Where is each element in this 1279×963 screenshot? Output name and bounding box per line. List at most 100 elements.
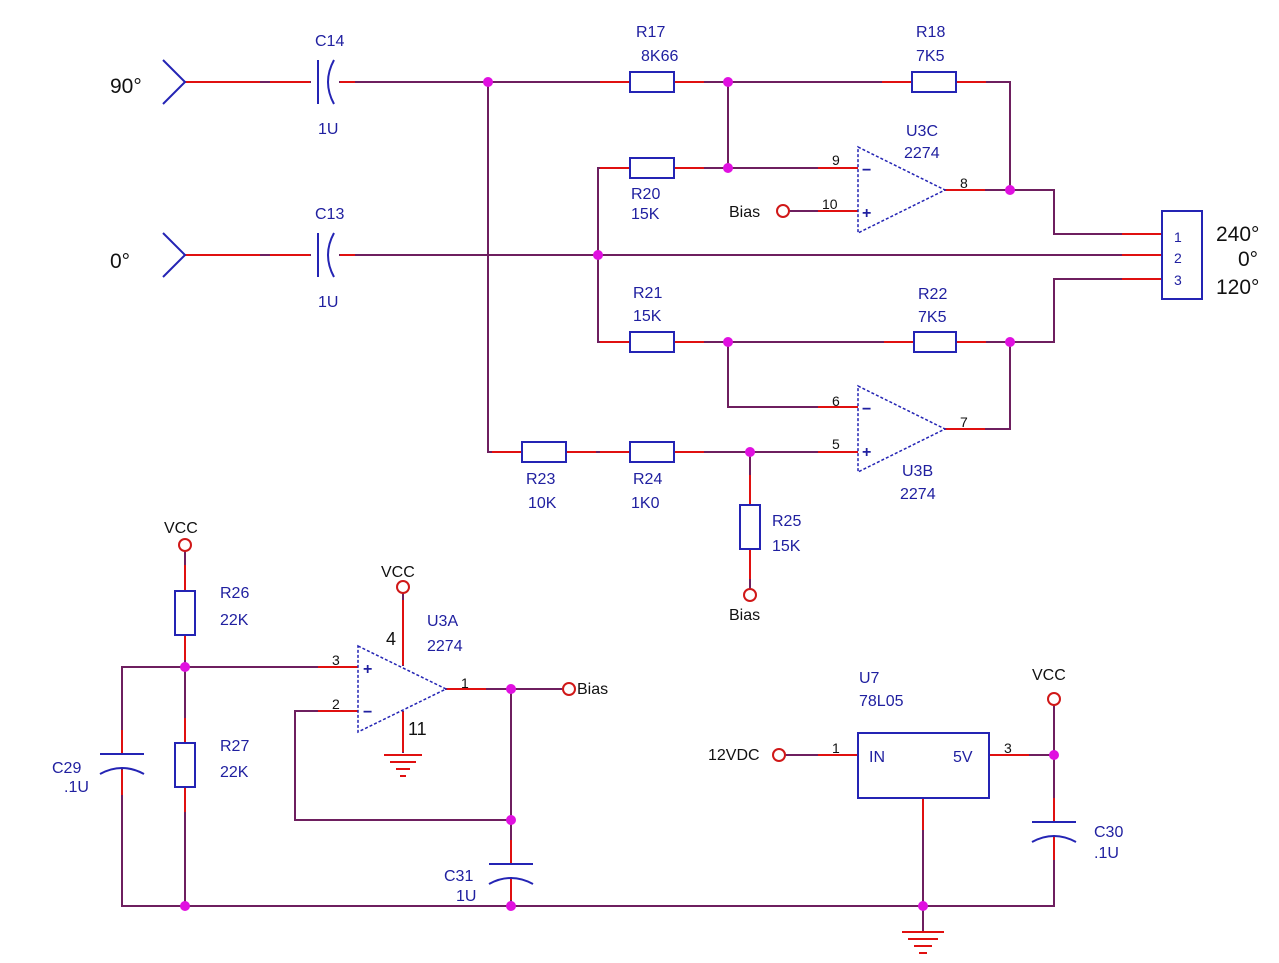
vcc-label-r26: VCC bbox=[164, 520, 198, 537]
net-12vdc: 12VDC bbox=[708, 747, 786, 764]
u3c-value: 2274 bbox=[904, 145, 940, 162]
r23-value: 10K bbox=[528, 495, 557, 512]
c31-ref: C31 bbox=[444, 868, 473, 885]
u3a-value: 2274 bbox=[427, 638, 463, 655]
vcc-label-u3a: VCC bbox=[381, 564, 415, 581]
connector-pin-3: 3 bbox=[1174, 272, 1182, 288]
resistor-r23: R23 10K bbox=[521, 441, 567, 512]
u3b-pin-plus: 5 bbox=[832, 436, 840, 452]
net-bias-u3a: Bias bbox=[562, 681, 608, 698]
c31-value: 1U bbox=[456, 888, 476, 905]
u3a-pin-vcc: 4 bbox=[386, 629, 396, 649]
u3a-plus-sign: + bbox=[363, 661, 372, 678]
r22-ref: R22 bbox=[918, 286, 947, 303]
input-90-connector: 90° bbox=[110, 59, 187, 105]
u7-ref: U7 bbox=[859, 670, 880, 687]
c13-value: 1U bbox=[318, 294, 338, 311]
resistor-r27: R27 22K bbox=[174, 738, 249, 788]
resistor-r26: R26 22K bbox=[174, 585, 249, 636]
r25-ref: R25 bbox=[772, 513, 801, 530]
r21-ref: R21 bbox=[633, 285, 662, 302]
u3c-pin-minus: 9 bbox=[832, 152, 840, 168]
resistor-r20: R20 15K bbox=[629, 157, 675, 223]
r21-value: 15K bbox=[633, 308, 662, 325]
connector-pin-1: 1 bbox=[1174, 229, 1182, 245]
u7-value: 78L05 bbox=[859, 693, 904, 710]
r26-value: 22K bbox=[220, 612, 249, 629]
r18-value: 7K5 bbox=[916, 48, 945, 65]
r22-value: 7K5 bbox=[918, 309, 947, 326]
net-vcc-reg: VCC bbox=[1032, 667, 1066, 706]
u3a-pin-out: 1 bbox=[461, 675, 469, 691]
u3b-minus-sign: − bbox=[862, 401, 871, 418]
c29-value: .1U bbox=[64, 779, 89, 796]
resistor-r18: R18 7K5 bbox=[911, 24, 957, 93]
u3c-pin-out: 8 bbox=[960, 175, 968, 191]
opamp-u3a: + − 3 2 1 4 11 U3A 2274 bbox=[332, 613, 469, 739]
r17-value: 8K66 bbox=[641, 48, 678, 65]
u7-in-label: IN bbox=[869, 749, 885, 766]
capacitor-c30: C30 .1U bbox=[1031, 821, 1123, 862]
junction-dots bbox=[180, 77, 1059, 911]
output-0-label: 0° bbox=[1238, 248, 1258, 271]
u3a-pin-minus: 2 bbox=[332, 696, 340, 712]
resistor-r17: R17 8K66 bbox=[629, 24, 678, 93]
resistor-r22: R22 7K5 bbox=[913, 286, 957, 353]
u7-pin-out: 3 bbox=[1004, 740, 1012, 756]
bias-label-u3a: Bias bbox=[577, 681, 608, 698]
c14-value: 1U bbox=[318, 121, 338, 138]
net-bias-u3c: Bias bbox=[729, 204, 790, 221]
capacitor-c29: C29 .1U bbox=[52, 753, 145, 796]
output-240-label: 240° bbox=[1216, 223, 1259, 246]
resistor-r25: R25 15K bbox=[739, 504, 801, 555]
capacitor-c13: C13 1U bbox=[315, 206, 344, 311]
u3b-pin-out: 7 bbox=[960, 414, 968, 430]
r27-value: 22K bbox=[220, 764, 249, 781]
u3c-plus-sign: + bbox=[862, 205, 871, 222]
input-0-label: 0° bbox=[110, 250, 130, 273]
bias-label-u3c: Bias bbox=[729, 204, 760, 221]
u3a-ref: U3A bbox=[427, 613, 458, 630]
net-vcc-r26: VCC bbox=[164, 520, 198, 552]
c14-ref: C14 bbox=[315, 33, 344, 50]
capacitor-c31: C31 1U bbox=[444, 863, 534, 905]
resistor-r21: R21 15K bbox=[629, 285, 675, 353]
r23-ref: R23 bbox=[526, 471, 555, 488]
opamp-u3c: − + 9 10 8 U3C 2274 bbox=[822, 123, 968, 235]
capacitor-c14: C14 1U bbox=[315, 33, 344, 138]
connector-pin-2: 2 bbox=[1174, 250, 1182, 266]
r18-ref: R18 bbox=[916, 24, 945, 41]
regulator-u7: IN 5V 1 3 U7 78L05 bbox=[832, 670, 1012, 799]
u7-out-label: 5V bbox=[953, 749, 973, 766]
output-120-label: 120° bbox=[1216, 276, 1259, 299]
u3c-minus-sign: − bbox=[862, 162, 871, 179]
r25-value: 15K bbox=[772, 538, 801, 555]
u3a-minus-sign: − bbox=[363, 704, 372, 721]
u3b-value: 2274 bbox=[900, 486, 936, 503]
u3b-plus-sign: + bbox=[862, 444, 871, 461]
net-vcc-u3a: VCC bbox=[381, 564, 415, 594]
r27-ref: R27 bbox=[220, 738, 249, 755]
r17-ref: R17 bbox=[636, 24, 665, 41]
r26-ref: R26 bbox=[220, 585, 249, 602]
ground-symbol-main bbox=[902, 931, 944, 954]
vin-label: 12VDC bbox=[708, 747, 760, 764]
u7-pin-in: 1 bbox=[832, 740, 840, 756]
u3a-pin-gnd: 11 bbox=[408, 719, 427, 739]
r20-ref: R20 bbox=[631, 186, 660, 203]
r24-value: 1K0 bbox=[631, 495, 660, 512]
pin-stubs bbox=[121, 81, 1162, 900]
ground-symbol-u3a bbox=[384, 754, 422, 777]
u3c-ref: U3C bbox=[906, 123, 938, 140]
resistor-r24: R24 1K0 bbox=[629, 441, 675, 512]
opamp-u3b: − + 6 5 7 U3B 2274 bbox=[832, 384, 968, 503]
net-bias-r25: Bias bbox=[729, 588, 760, 624]
vcc-label-reg: VCC bbox=[1032, 667, 1066, 684]
c13-ref: C13 bbox=[315, 206, 344, 223]
c30-value: .1U bbox=[1094, 845, 1119, 862]
r20-value: 15K bbox=[631, 206, 660, 223]
u3b-ref: U3B bbox=[902, 463, 933, 480]
c29-ref: C29 bbox=[52, 760, 81, 777]
u3c-pin-plus: 10 bbox=[822, 196, 838, 212]
